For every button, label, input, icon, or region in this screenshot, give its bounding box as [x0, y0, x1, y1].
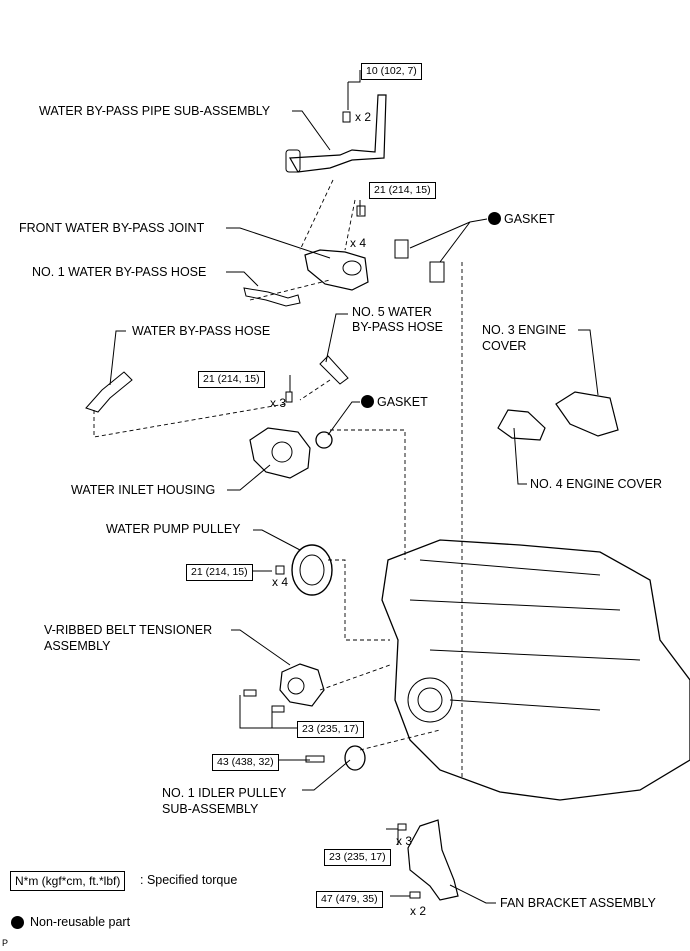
qty-joint: x 4	[350, 236, 367, 250]
label-tensioner-line1: V-RIBBED BELT TENSIONER	[44, 623, 213, 637]
leader-no1-hose	[226, 271, 259, 287]
torque-box-idler: 43 (438, 32)	[212, 754, 279, 771]
bypass-pipe-shape	[288, 94, 387, 173]
label-bypass-hose: WATER BY-PASS HOSE	[132, 324, 271, 338]
label-no5-hose-line1: NO. 5 WATER	[352, 305, 432, 319]
label-inlet-housing: WATER INLET HOUSING	[71, 483, 216, 497]
label-gasket-mid: GASKET	[377, 395, 428, 409]
label-no5-hose-line2: BY-PASS HOSE	[352, 320, 444, 334]
qty-housing: x 3	[270, 396, 287, 410]
tensioner-shape	[279, 663, 325, 707]
no5-hose-shape	[319, 355, 349, 385]
leader-no4-cover	[513, 427, 527, 485]
engine-block-shape	[381, 539, 690, 801]
torque-box-pipe: 10 (102, 7)	[361, 63, 422, 80]
qty-bracket-upper: x 3	[396, 834, 413, 848]
label-pump-pulley: WATER PUMP PULLEY	[106, 522, 241, 536]
label-bypass-pipe: WATER BY-PASS PIPE SUB-ASSEMBLY	[39, 104, 271, 118]
idler-pulley-shape	[344, 745, 366, 771]
fan-bracket-shape	[407, 819, 459, 901]
leader-pump-pulley	[253, 529, 301, 551]
leader-front-joint	[226, 227, 331, 259]
leader-inlet-housing	[227, 464, 271, 491]
qty-bracket-lower: x 2	[410, 904, 427, 918]
leader-gasket-mid	[327, 401, 360, 436]
legend-torque-desc: : Specified torque	[140, 873, 238, 887]
label-idler-line1: NO. 1 IDLER PULLEY	[162, 786, 287, 800]
leader-no5-hose	[325, 313, 348, 363]
torque-box-bracket-lower: 47 (479, 35)	[316, 891, 383, 908]
label-gasket-top: GASKET	[504, 212, 555, 226]
label-fan-bracket: FAN BRACKET ASSEMBLY	[500, 896, 656, 910]
inlet-housing-shape	[249, 427, 311, 479]
leader-fan-bracket	[449, 884, 496, 904]
nonreusable-dot-icon	[361, 395, 374, 408]
label-no3-cover-line2: COVER	[482, 339, 527, 353]
nonreusable-dot-icon	[488, 212, 501, 225]
label-no3-cover-line1: NO. 3 ENGINE	[482, 323, 567, 337]
leader-no3-cover	[578, 329, 599, 396]
no4-cover-shape	[497, 409, 546, 441]
legend-torque-unit: N*m (kgf*cm, ft.*lbf)	[10, 871, 126, 891]
label-front-joint: FRONT WATER BY-PASS JOINT	[19, 221, 205, 235]
torque-box-bracket-upper: 23 (235, 17)	[324, 849, 391, 866]
bypass-hose-shape	[85, 371, 133, 413]
leader-gasket-top	[409, 218, 488, 263]
label-tensioner-line2: ASSEMBLY	[44, 639, 111, 653]
front-joint-shape	[304, 249, 369, 291]
torque-box-tensioner: 23 (235, 17)	[297, 721, 364, 738]
leader-tensioner	[231, 629, 291, 666]
leader-bypass-pipe	[292, 110, 331, 151]
torque-box-pulley: 21 (214, 15)	[186, 564, 253, 581]
pump-pulley-shape	[291, 544, 333, 596]
leader-bypass-hose	[109, 330, 126, 386]
qty-pipe: x 2	[355, 110, 372, 124]
label-no4-cover: NO. 4 ENGINE COVER	[530, 477, 662, 491]
label-idler-line2: SUB-ASSEMBLY	[162, 802, 259, 816]
qty-pulley: x 4	[272, 575, 289, 589]
torque-box-joint: 21 (214, 15)	[369, 182, 436, 199]
no3-cover-shape	[555, 391, 619, 437]
label-no1-hose: NO. 1 WATER BY-PASS HOSE	[32, 265, 207, 279]
torque-box-housing: 21 (214, 15)	[198, 371, 265, 388]
corner-mark: P	[2, 938, 9, 948]
no1-hose-shape	[243, 287, 301, 307]
leader-idler	[302, 759, 351, 791]
nonreusable-dot-icon	[11, 916, 24, 929]
legend-nonreusable: Non-reusable part	[30, 915, 131, 929]
